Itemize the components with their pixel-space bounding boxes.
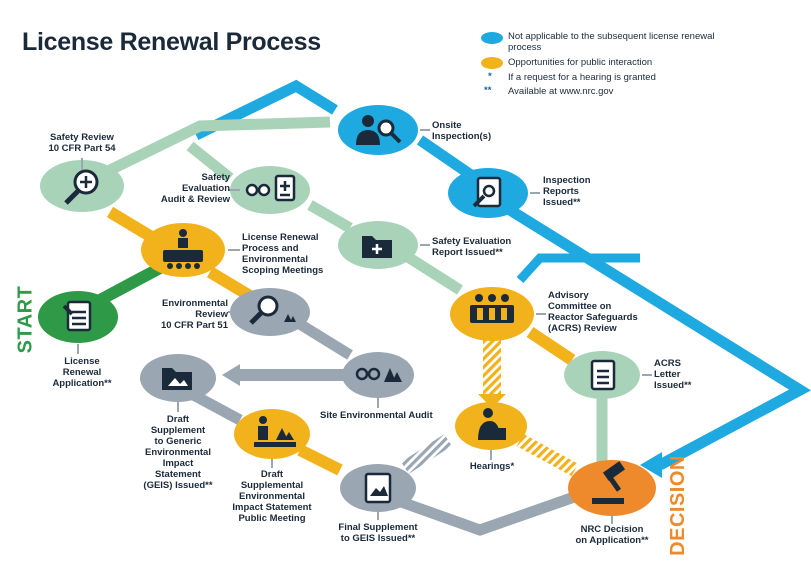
meeting-podium-icon [254, 416, 296, 447]
blue-branch-acrs [516, 253, 640, 284]
node-hearings [455, 402, 527, 460]
label-safety-eval-audit: Safety Evaluation Audit & Review [160, 172, 230, 205]
folder-picture-icon [162, 368, 192, 390]
label-acrs-review: Advisory Committee on Reactor Safeguards… [548, 290, 638, 334]
page-title: License Renewal Process [22, 28, 321, 56]
person-hearing-icon [478, 408, 506, 440]
magnifier-plus-icon [64, 169, 99, 205]
start-label: START [14, 285, 37, 354]
node-final-geis [340, 464, 416, 520]
label-final-geis: Final Supplement to GEIS Issued** [338, 522, 418, 544]
hearing-path-final [401, 434, 452, 474]
blue-path-right [416, 135, 475, 180]
inspector-magnifier-icon [356, 115, 402, 145]
label-safety-review: Safety Review 10 CFR Part 54 [48, 132, 116, 154]
podium-people-icon [163, 229, 203, 269]
node-safety-review [40, 158, 124, 212]
letter-document-icon [590, 359, 616, 391]
folder-plus-icon [362, 236, 392, 258]
node-draft-meeting [234, 409, 310, 468]
label-acrs-letter: ACRS Letter Issued** [654, 358, 692, 391]
glasses-trees-icon [355, 367, 402, 382]
legend-orange-swatch [481, 57, 503, 69]
node-acrs-letter [564, 351, 652, 399]
slate-path-audit-draft [238, 369, 348, 381]
mint-path-top [97, 116, 331, 180]
connectors [97, 79, 811, 536]
legend-blue-text: Not applicable to the subsequent license… [508, 31, 715, 53]
legend-swatches [481, 32, 503, 69]
node-renewal-meetings [141, 223, 240, 277]
glasses-document-icon [245, 174, 296, 202]
picture-document-icon [364, 472, 392, 504]
legend-double-star-symbol: ** [484, 85, 492, 96]
orange-path-acrs-letter [526, 327, 576, 365]
node-draft-geis [140, 354, 216, 412]
legend-star-text: If a request for a hearing is granted [508, 72, 656, 83]
hearing-path-acrs [483, 340, 501, 396]
legend-orange-text: Opportunities for public interaction [508, 57, 653, 68]
legend-blue-swatch [481, 32, 503, 44]
mint-path-ser [307, 200, 353, 233]
label-safety-eval-report: Safety Evaluation Report Issued** [432, 236, 512, 258]
blue-path [193, 79, 338, 140]
gavel-icon [592, 461, 626, 504]
label-env-review: Environmental Review 10 CFR Part 51 [160, 298, 228, 331]
blue-path-long [507, 205, 811, 470]
node-site-env-audit [342, 352, 414, 408]
hearing-path-decision [516, 433, 579, 477]
label-draft-geis: Draft Supplement to Generic Environmenta… [143, 414, 213, 491]
arrow-blue-decision [640, 452, 662, 478]
node-license-app [38, 291, 118, 354]
node-onsite [338, 105, 430, 155]
node-acrs-review [450, 287, 546, 341]
node-safety-eval-audit [228, 166, 310, 214]
decision-label: DECISION [666, 455, 689, 556]
orange-path-mtg-env [206, 266, 254, 302]
legend-star-symbol: * [488, 71, 492, 82]
magnifier-trees-icon [249, 295, 296, 325]
label-license-app: License Renewal Application** [52, 356, 112, 389]
slate-path-final-decision [388, 489, 582, 536]
label-draft-meeting: Draft Supplemental Environmental Impact … [232, 469, 312, 524]
node-inspection-reports [448, 168, 540, 218]
node-env-review [228, 288, 310, 336]
arrow-site-audit [222, 364, 240, 386]
label-nrc-decision: NRC Decision on Application** [575, 524, 649, 546]
label-onsite: Onsite Inspection(s) [432, 120, 492, 142]
node-nrc-decision [568, 460, 656, 524]
node-safety-eval-report [338, 221, 430, 269]
green-path-start [97, 262, 163, 306]
mint-path-audit [186, 141, 234, 183]
label-inspection-reports: Inspection Reports Issued** [543, 175, 591, 208]
document-icon [62, 300, 92, 332]
orange-path-meeting-final [297, 444, 343, 476]
committee-icon [470, 294, 514, 323]
document-search-icon [472, 176, 502, 208]
orange-path-mtg [106, 206, 154, 242]
label-renewal-meetings: License Renewal Process and Environmenta… [242, 232, 324, 276]
label-site-env-audit: Site Environmental Audit [320, 410, 433, 421]
legend-double-star-text: Available at www.nrc.gov [508, 86, 614, 97]
label-hearings: Hearings* [469, 461, 515, 472]
